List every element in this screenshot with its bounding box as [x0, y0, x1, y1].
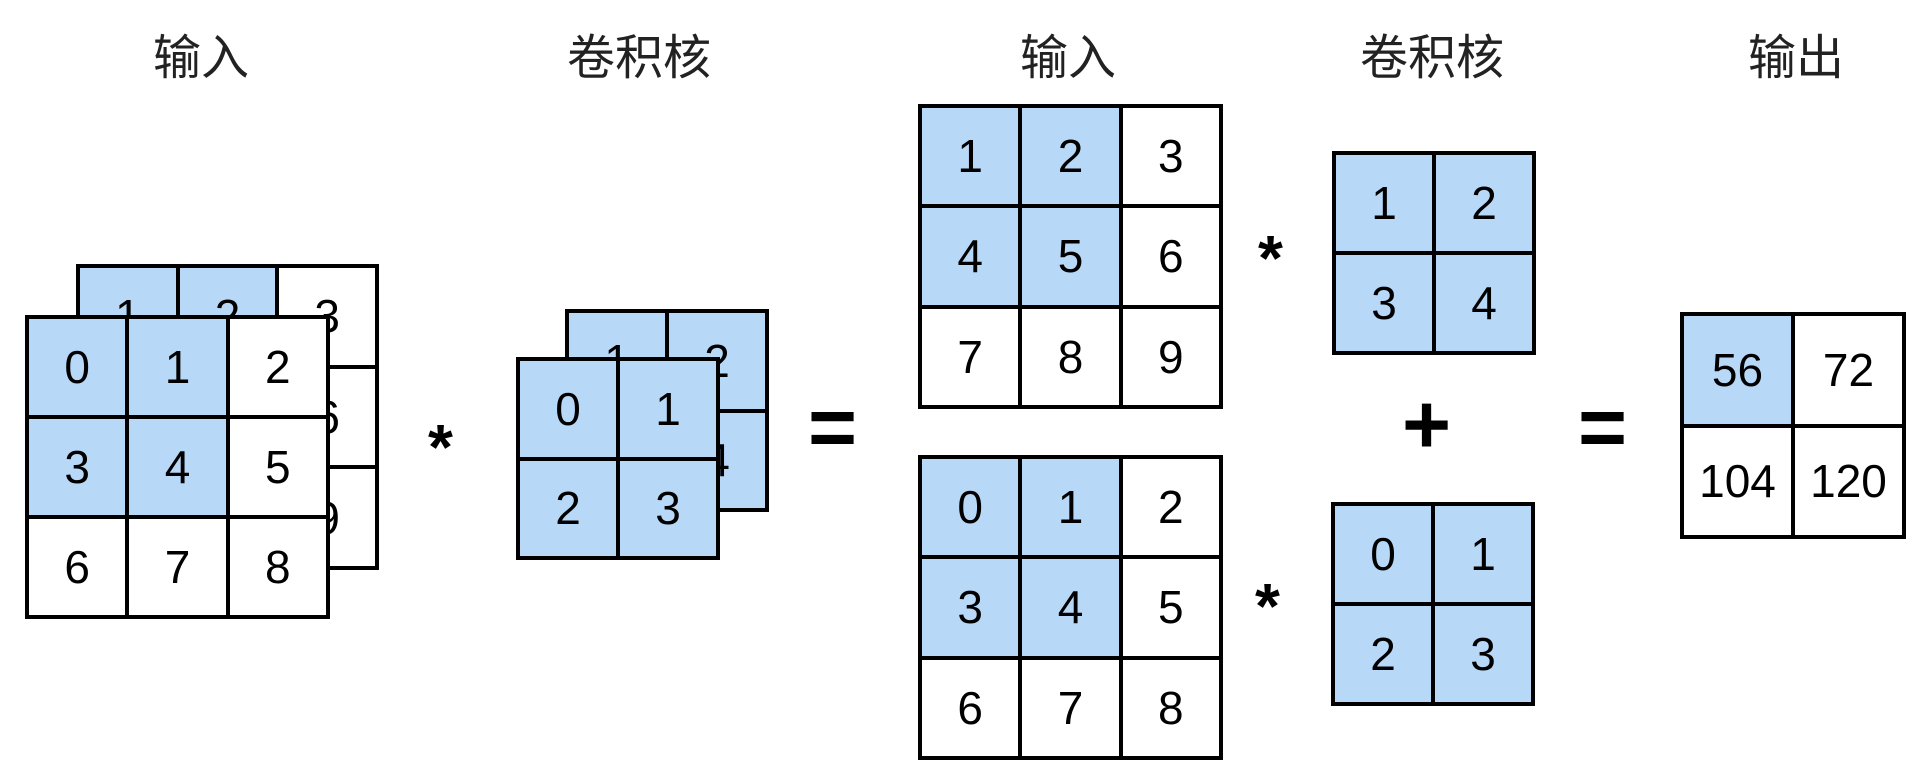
conv-operator-top: * — [1258, 222, 1283, 294]
grid-cell: 0 — [922, 459, 1019, 556]
grid-cell: 56 — [1684, 316, 1791, 424]
grid-cell: 0 — [29, 319, 126, 415]
grid-cell: 9 — [1122, 308, 1219, 405]
grid-cell: 1 — [1022, 459, 1119, 556]
grid-cell: 3 — [922, 559, 1019, 656]
grid-cell: 3 — [620, 460, 716, 556]
grid-cell: 3 — [1435, 606, 1531, 702]
grid-cell: 104 — [1684, 427, 1791, 535]
grid-cell: 0 — [520, 361, 616, 457]
grid-cell: 3 — [1122, 108, 1219, 205]
grid-cell: 6 — [922, 659, 1019, 756]
header-kernel-right: 卷积核 — [1360, 30, 1505, 86]
grid-cell: 2 — [520, 460, 616, 556]
header-kernel-left: 卷积核 — [567, 30, 712, 86]
grid-cell: 1 — [1336, 155, 1432, 251]
grid-cell: 4 — [922, 208, 1019, 305]
header-output: 输出 — [1748, 30, 1845, 86]
equals-operator-left: = — [808, 380, 858, 474]
grid-cell: 0 — [1335, 506, 1431, 602]
grid-cell: 2 — [1335, 606, 1431, 702]
grid-cell: 72 — [1795, 316, 1902, 424]
grid-cell: 4 — [1022, 559, 1119, 656]
header-input-left: 输入 — [153, 30, 250, 86]
grid-cell: 3 — [1336, 255, 1432, 351]
grid-cell: 2 — [1122, 459, 1219, 556]
grid-cell: 7 — [922, 308, 1019, 405]
grid-cell: 8 — [229, 519, 326, 615]
conv-operator-left: * — [428, 411, 453, 483]
equals-operator-right: = — [1578, 380, 1628, 474]
grid-cell: 5 — [1022, 208, 1119, 305]
grid-cell: 6 — [29, 519, 126, 615]
grid-cell: 2 — [229, 319, 326, 415]
grid-cell: 4 — [1436, 255, 1532, 351]
grid-cell: 3 — [29, 419, 126, 515]
conv-operator-bottom: * — [1255, 570, 1280, 642]
grid-cell: 1 — [1435, 506, 1531, 602]
grid-cell: 1 — [620, 361, 716, 457]
grid-cell: 5 — [229, 419, 326, 515]
grid-cell: 120 — [1795, 427, 1902, 535]
grid-cell: 6 — [1122, 208, 1219, 305]
grid-cell: 7 — [1022, 659, 1119, 756]
grid-cell: 2 — [1022, 108, 1119, 205]
grid-cell: 2 — [1436, 155, 1532, 251]
grid-cell: 5 — [1122, 559, 1219, 656]
grid-cell: 8 — [1022, 308, 1119, 405]
header-input-right: 输入 — [1020, 30, 1117, 86]
grid-cell: 8 — [1122, 659, 1219, 756]
grid-cell: 1 — [129, 319, 226, 415]
grid-cell: 1 — [922, 108, 1019, 205]
plus-operator: + — [1402, 377, 1452, 471]
grid-cell: 7 — [129, 519, 226, 615]
grid-cell: 4 — [129, 419, 226, 515]
